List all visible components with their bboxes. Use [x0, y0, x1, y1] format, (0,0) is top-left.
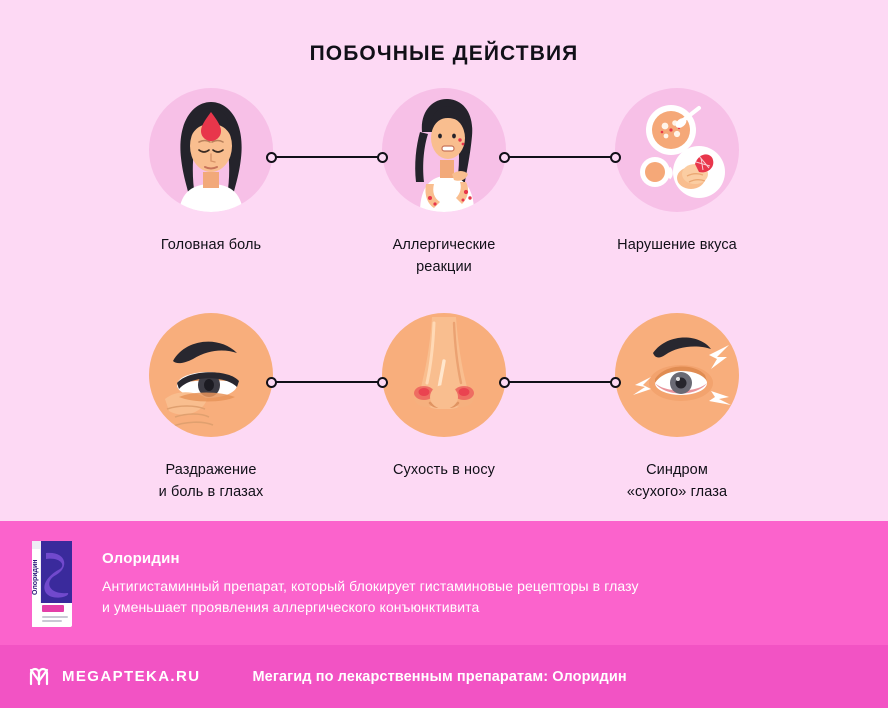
connector-eyepain-nose: [266, 375, 388, 389]
effect-label: Аллергические реакции: [392, 237, 496, 275]
connector-line: [509, 156, 611, 158]
effect-item-taste: Нарушение вкуса: [562, 88, 792, 256]
product-info-bar: Олоридин Олоридин Антигистаминный препар…: [0, 521, 888, 645]
product-info-text: Олоридин Антигистаминный препарат, котор…: [102, 548, 639, 618]
brand-name: MEGAPTEKA.RU: [62, 668, 201, 685]
dry-eye-icon: [615, 313, 739, 437]
connector-nose-dryeye: [499, 375, 621, 389]
woman-headache-icon: [149, 88, 273, 212]
svg-text:Олоридин: Олоридин: [32, 559, 39, 595]
connector-line: [276, 156, 378, 158]
effects-row-1: Головная боль: [0, 88, 888, 303]
effect-label: Синдром «сухого» глаза: [626, 462, 728, 500]
connector-line: [276, 381, 378, 383]
connector-node: [377, 376, 388, 388]
connector-node: [610, 376, 621, 388]
effect-label: Сухость в носу: [392, 462, 496, 478]
effect-label: Нарушение вкуса: [617, 237, 737, 253]
irritated-eye-icon: [149, 313, 273, 437]
connector-allergy-taste: [499, 150, 621, 164]
effect-item-allergy: Аллергические реакции: [329, 88, 559, 278]
footer-tagline: Мегагид по лекарственным препаратам: Оло…: [252, 668, 627, 685]
connector-node: [377, 151, 388, 163]
product-description-line1: Антигистаминный препарат, который блокир…: [102, 578, 639, 594]
effect-item-dry-eye: Синдром «сухого» глаза: [562, 313, 792, 503]
product-description-line2: и уменьшает проявления аллергического ко…: [102, 599, 480, 615]
connector-line: [509, 381, 611, 383]
woman-rash-icon: [382, 88, 506, 212]
product-package-image: Олоридин: [26, 537, 80, 629]
connector-node: [266, 376, 277, 388]
brand-block[interactable]: MEGAPTEKA.RU: [26, 664, 200, 690]
effects-row-2: Раздражение и боль в глазах: [0, 313, 888, 528]
dry-nose-icon: [382, 313, 506, 437]
connector-node: [499, 151, 510, 163]
effect-label: Раздражение и боль в глазах: [158, 462, 264, 500]
effect-item-eye-pain: Раздражение и боль в глазах: [96, 313, 326, 503]
food-plates-icon: [615, 88, 739, 212]
product-name: Олоридин: [102, 550, 180, 567]
connector-node: [266, 151, 277, 163]
footer-bar: MEGAPTEKA.RU Мегагид по лекарственным пр…: [0, 645, 888, 708]
megapteka-logo-icon: [26, 664, 52, 690]
connector-node: [499, 376, 510, 388]
connector-node: [610, 151, 621, 163]
connector-headache-allergy: [266, 150, 388, 164]
effect-item-headache: Головная боль: [96, 88, 326, 256]
effect-label: Головная боль: [160, 237, 262, 253]
effect-item-nose-dry: Сухость в носу: [329, 313, 559, 481]
page-title: ПОБОЧНЫЕ ДЕЙСТВИЯ: [309, 42, 579, 65]
